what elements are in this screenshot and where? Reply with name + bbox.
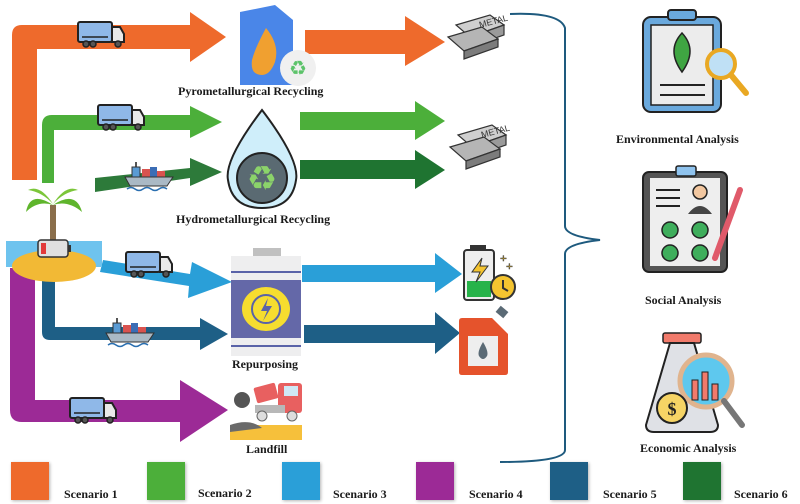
- svg-text:♻: ♻: [289, 58, 307, 80]
- scenario4-arrow: [10, 268, 228, 442]
- repurposing-battery-icon: [231, 248, 301, 356]
- legend-label-scenario2: Scenario 2: [198, 486, 252, 500]
- legend-swatch-scenario5: [550, 462, 588, 500]
- social-analysis-label: Social Analysis: [645, 293, 722, 307]
- scenario2-arrow: [42, 101, 445, 183]
- landfill-label: Landfill: [246, 442, 288, 456]
- svg-text:♻: ♻: [247, 161, 277, 198]
- legend-swatch-scenario3: [282, 462, 320, 500]
- economic-analysis-icon: $: [644, 332, 745, 433]
- svg-text:$: $: [668, 399, 677, 419]
- pyrometallurgical-icon: ♻: [240, 5, 316, 86]
- environmental-analysis-icon: [642, 9, 749, 113]
- pyrometallurgical-label: Pyrometallurgical Recycling: [178, 84, 324, 98]
- bracket: [499, 12, 601, 463]
- svg-text:+: +: [500, 251, 507, 265]
- island-battery-icon: [6, 188, 102, 282]
- hydrometallurgical-label: Hydrometallurgical Recycling: [176, 212, 331, 226]
- legend-label-scenario3: Scenario 3: [333, 487, 387, 501]
- legend-swatch-scenario2: [147, 462, 185, 500]
- legend-label-scenario1: Scenario 1: [64, 487, 118, 501]
- legend-swatch-scenario4: [416, 462, 454, 500]
- repurposing-label: Repurposing: [232, 357, 299, 371]
- hydrometallurgical-icon: ♻: [226, 108, 298, 210]
- social-analysis-icon: [642, 165, 743, 273]
- legend-swatch-scenario1: [11, 462, 49, 500]
- economic-analysis-label: Economic Analysis: [640, 441, 737, 455]
- legend-label-scenario5: Scenario 5: [603, 487, 657, 501]
- fuel-can-icon: [459, 305, 509, 375]
- legend-label-scenario6: Scenario 6: [734, 487, 788, 501]
- svg-text:+: +: [506, 259, 513, 273]
- legend-label-scenario4: Scenario 4: [469, 487, 523, 501]
- environmental-analysis-label: Environmental Analysis: [616, 132, 739, 146]
- battery-charging-icon: + +: [463, 245, 516, 301]
- scenario5-arrow: [42, 270, 460, 354]
- landfill-icon: [230, 382, 302, 440]
- legend-swatch-scenario6: [683, 462, 721, 500]
